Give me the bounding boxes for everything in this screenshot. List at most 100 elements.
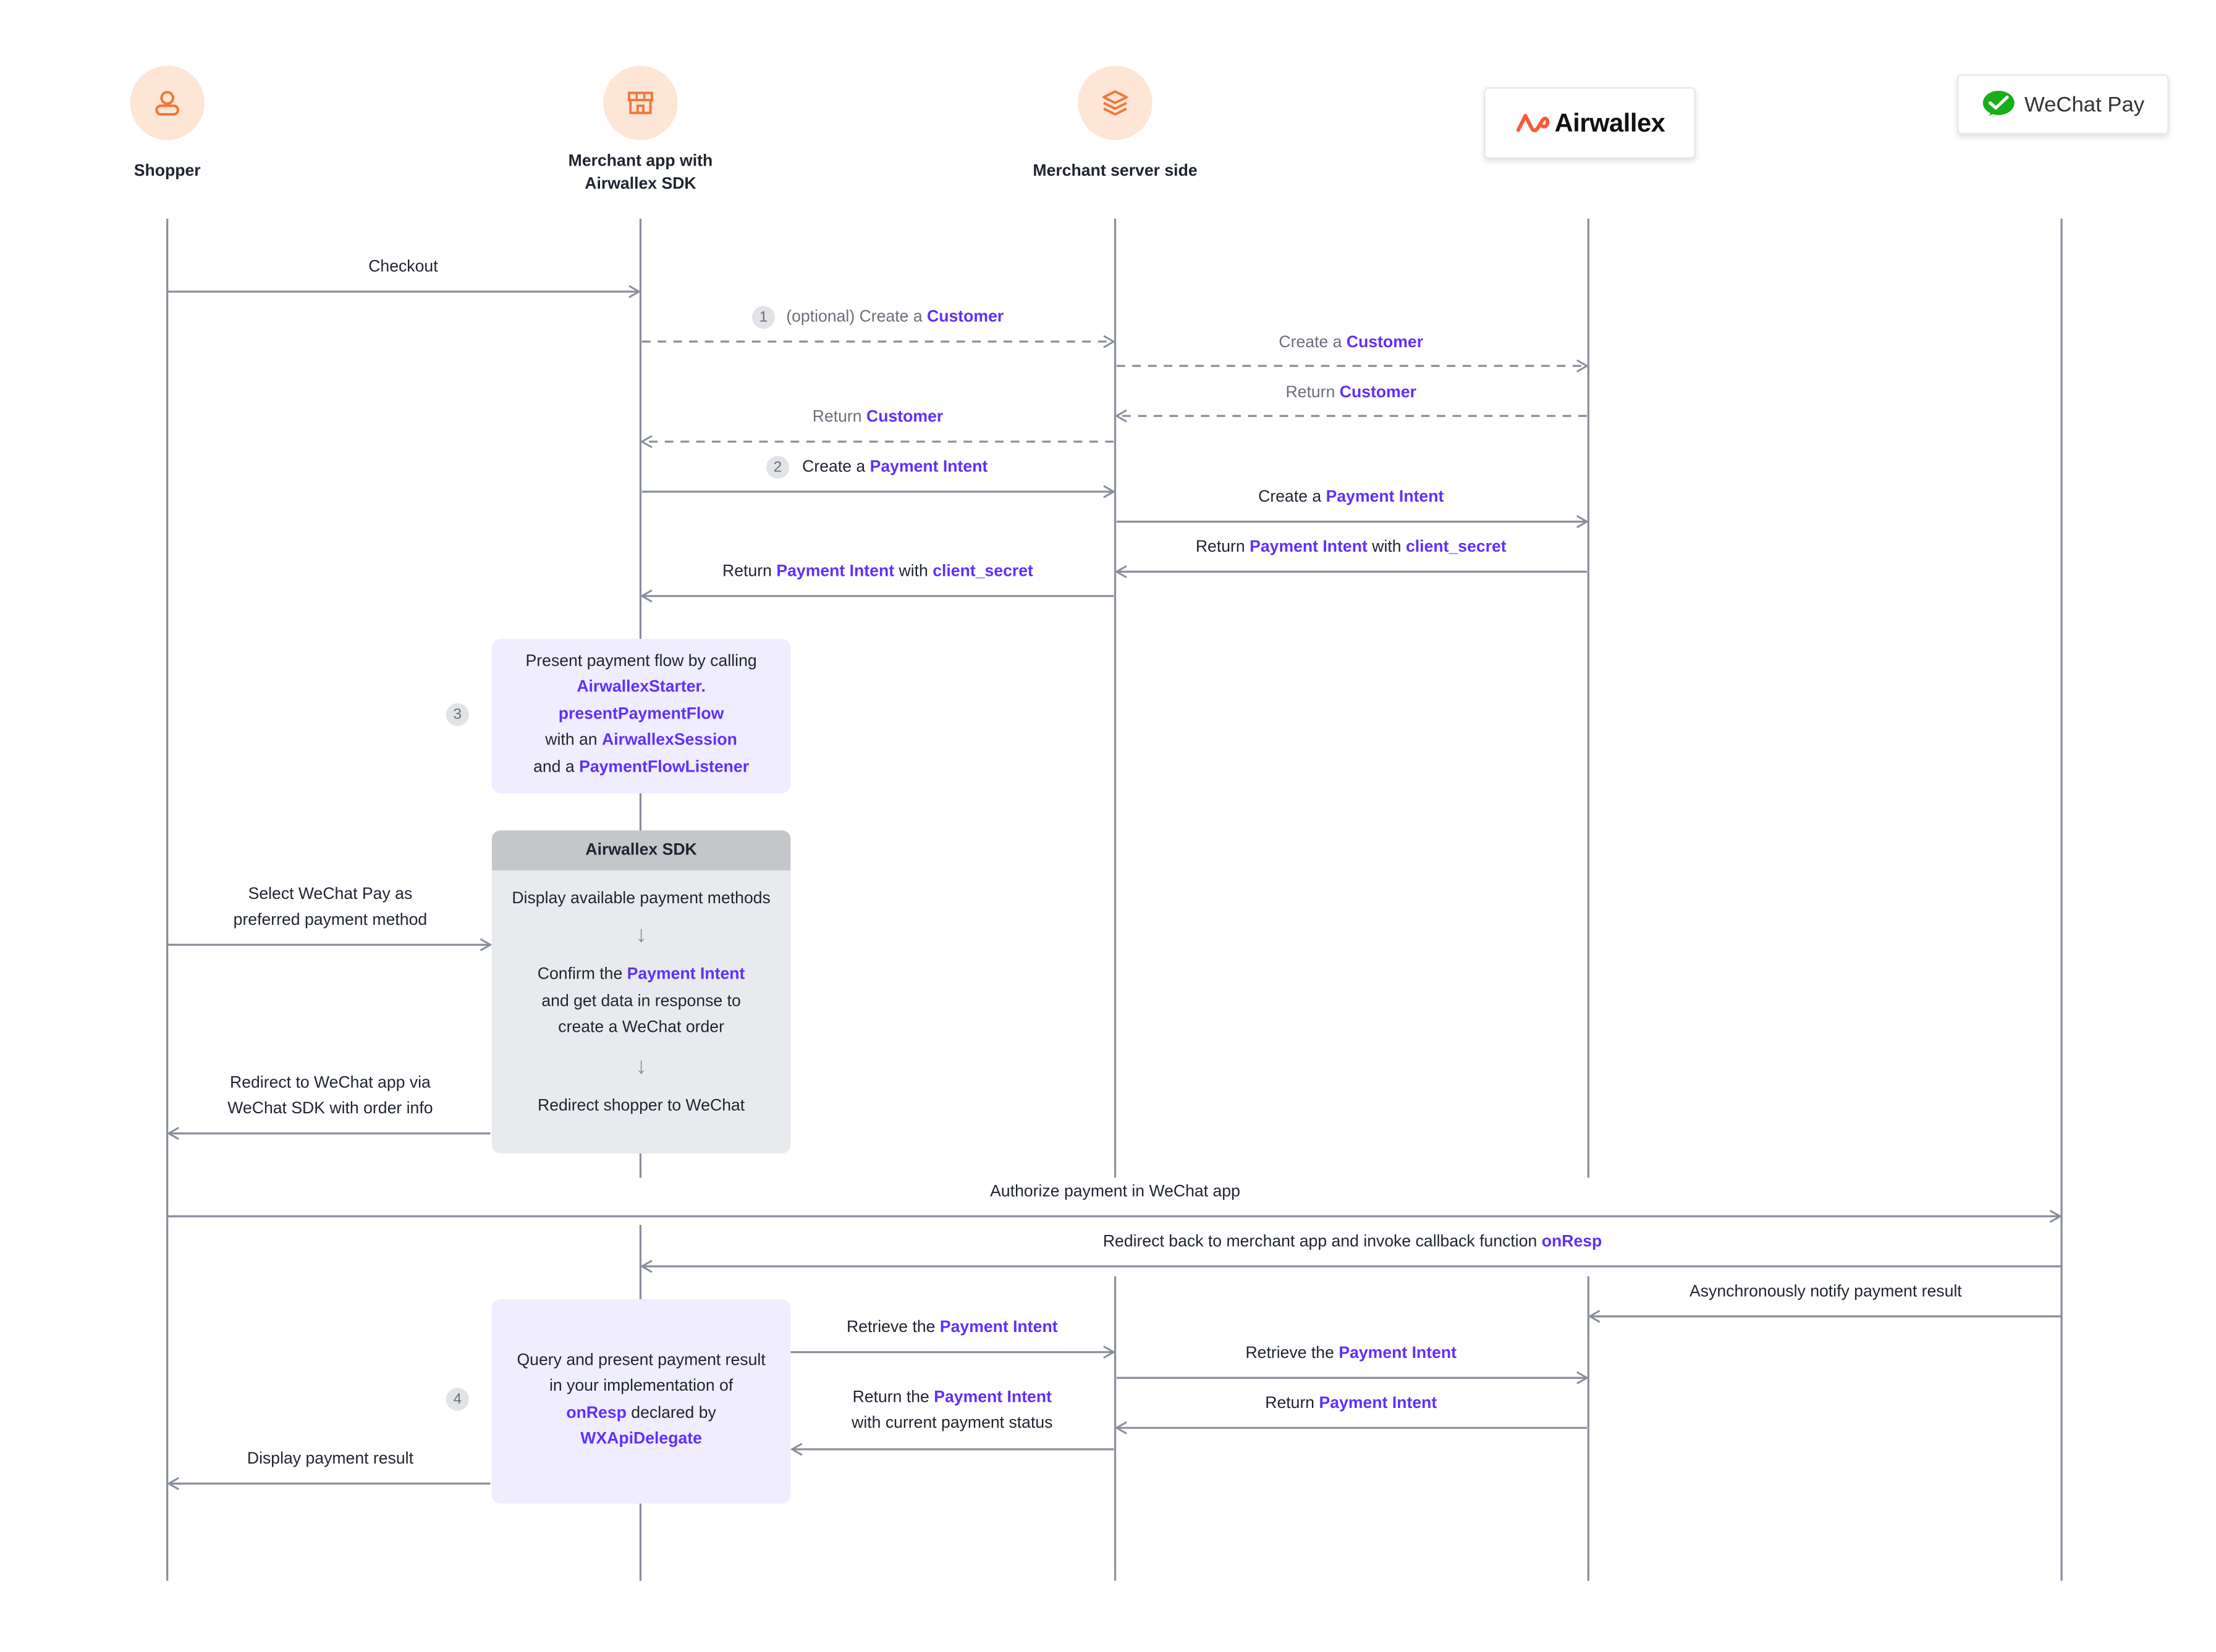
airwallex-logo-box: Airwallex bbox=[1484, 87, 1696, 159]
lbl-a1: Return bbox=[1195, 539, 1245, 556]
label-step1: (optional) Create a Customer bbox=[786, 305, 1004, 331]
wechat-pay-wordmark: WeChat Pay bbox=[2024, 92, 2145, 117]
label-return-status-line1: Return the Payment Intent bbox=[852, 1385, 1052, 1411]
note3-line3: presentPaymentFlow bbox=[558, 706, 724, 723]
label-redirect-back-text: Redirect back to merchant app and invoke… bbox=[1102, 1233, 1537, 1251]
label-return-status-text: Return the bbox=[852, 1389, 929, 1407]
label-step1-customer: Customer bbox=[927, 308, 1004, 326]
note4-line3-text: declared by bbox=[631, 1404, 716, 1422]
note3-line4-text: with an bbox=[545, 732, 598, 749]
label-redirect-wechat: Redirect to WeChat app via WeChat SDK wi… bbox=[227, 1071, 433, 1122]
label-create-pi: Create a Payment Intent bbox=[1258, 484, 1444, 510]
arrow-down-icon: ↓ bbox=[635, 924, 647, 948]
layers-icon bbox=[1102, 90, 1128, 116]
label-create-pi-text: Create a bbox=[1258, 489, 1322, 506]
note-query-payment-result: Query and present payment result in your… bbox=[491, 1299, 791, 1504]
airwallex-logo-icon bbox=[1516, 114, 1550, 133]
actor-shopper: Shopper bbox=[133, 162, 201, 180]
step-1-badge: 1 bbox=[751, 306, 775, 329]
sdk-confirm-line3: create a WeChat order bbox=[558, 1019, 724, 1037]
sdk-step-confirm: Confirm the Payment Intent bbox=[492, 963, 791, 989]
label-select-wechat: Select WeChat Pay as preferred payment m… bbox=[234, 882, 428, 933]
note3-line5: and a PaymentFlowListener bbox=[492, 754, 791, 781]
note3-line5-hl: PaymentFlowListener bbox=[579, 758, 750, 776]
airwallex-sdk-box: Airwallex SDK Display available payment … bbox=[491, 830, 791, 1153]
step-3-badge: 3 bbox=[446, 703, 469, 727]
label-return-customer-awx: Return Customer bbox=[1286, 380, 1417, 406]
note3-line1: Present payment flow by calling bbox=[525, 653, 757, 671]
step-4-badge: 4 bbox=[446, 1388, 469, 1411]
actor-merchant-app-line1: Merchant app with bbox=[568, 153, 713, 171]
sdk-confirm-text: Confirm the bbox=[537, 966, 623, 984]
actor-merchant-app: Merchant app with Airwallex SDK bbox=[569, 150, 713, 196]
shopper-avatar bbox=[130, 65, 205, 140]
label-step2-text: Create a bbox=[802, 458, 866, 476]
label-create-customer: Create a Customer bbox=[1279, 330, 1423, 356]
label-return-pi-awx-text: Return bbox=[1265, 1394, 1315, 1412]
label-return-pi-awx: Return Payment Intent bbox=[1265, 1391, 1437, 1417]
wechat-pay-logo-icon bbox=[1982, 90, 2015, 116]
arrow-down-icon: ↓ bbox=[635, 1054, 647, 1079]
merchant-server-avatar bbox=[1078, 65, 1152, 140]
label-return-pi-awx-secret: Return Payment Intent with client_secret bbox=[1196, 534, 1507, 560]
label-retrieve-srv-text: Retrieve the bbox=[1245, 1345, 1334, 1362]
label-select-line2: preferred payment method bbox=[233, 912, 428, 929]
label-return-pi-status: Return the Payment Intent with current p… bbox=[852, 1385, 1052, 1436]
label-return-customer-srv: Return Customer bbox=[813, 405, 944, 431]
lbl-a4: client_secret bbox=[1405, 539, 1507, 556]
label-display-result: Display payment result bbox=[247, 1451, 413, 1468]
note3-line2: AirwallexStarter. bbox=[577, 679, 706, 697]
label-return-pi-awx-hl: Payment Intent bbox=[1319, 1394, 1437, 1412]
sdk-box-title: Airwallex SDK bbox=[491, 830, 791, 870]
label-return-status-line2: with current payment status bbox=[852, 1415, 1053, 1433]
lbl-b2: Payment Intent bbox=[776, 563, 895, 581]
label-redirect-line1: Redirect to WeChat app via bbox=[229, 1074, 431, 1092]
storefront-icon bbox=[627, 91, 653, 114]
note4-line3: onResp declared by bbox=[492, 1401, 791, 1427]
note4-line4: WXApiDelegate bbox=[580, 1431, 702, 1449]
label-create-customer-text: Create a bbox=[1279, 334, 1342, 352]
sdk-confirm-hl: Payment Intent bbox=[627, 966, 745, 984]
label-retrieve-app-hl: Payment Intent bbox=[939, 1319, 1058, 1337]
label-checkout: Checkout bbox=[368, 258, 438, 276]
user-icon bbox=[155, 91, 180, 116]
label-return-customer-srv-text: Return bbox=[812, 408, 862, 426]
lbl-b1: Return bbox=[722, 563, 772, 581]
label-redirect-back: Redirect back to merchant app and invoke… bbox=[1103, 1229, 1602, 1255]
label-step1-text: (optional) Create a bbox=[786, 308, 923, 326]
sdk-step-display: Display available payment methods bbox=[512, 890, 771, 908]
label-async-notify: Asynchronously notify payment result bbox=[1689, 1283, 1962, 1301]
actor-merchant-server: Merchant server side bbox=[1033, 162, 1198, 180]
label-step2: Create a Payment Intent bbox=[802, 455, 987, 481]
label-redirect-line2: WeChat SDK with order info bbox=[227, 1100, 433, 1118]
lbl-a2: Payment Intent bbox=[1250, 539, 1368, 556]
note3-line4-hl: AirwallexSession bbox=[602, 732, 737, 749]
lbl-a3: with bbox=[1372, 539, 1402, 556]
actor-merchant-app-line2: Airwallex SDK bbox=[585, 175, 696, 193]
lbl-b4: client_secret bbox=[932, 563, 1033, 581]
label-authorize: Authorize payment in WeChat app bbox=[990, 1183, 1240, 1201]
note4-line3-hl: onResp bbox=[566, 1404, 627, 1422]
label-return-customer-awx-hl: Customer bbox=[1339, 384, 1417, 402]
label-retrieve-app-text: Retrieve the bbox=[846, 1319, 936, 1337]
label-return-customer-srv-hl: Customer bbox=[866, 408, 944, 426]
note3-line5-text: and a bbox=[533, 758, 575, 776]
label-retrieve-srv-hl: Payment Intent bbox=[1338, 1345, 1457, 1362]
label-select-line1: Select WeChat Pay as bbox=[248, 886, 413, 904]
lbl-b3: with bbox=[899, 563, 928, 581]
sdk-step-redirect: Redirect shopper to WeChat bbox=[537, 1097, 745, 1115]
note4-line2: in your implementation of bbox=[549, 1378, 734, 1396]
label-redirect-back-hl: onResp bbox=[1541, 1233, 1602, 1251]
merchant-app-avatar bbox=[603, 65, 678, 140]
label-create-pi-hl: Payment Intent bbox=[1326, 489, 1444, 506]
note3-line4: with an AirwallexSession bbox=[492, 728, 791, 754]
label-step2-hl: Payment Intent bbox=[869, 458, 988, 476]
label-return-status-hl: Payment Intent bbox=[934, 1389, 1052, 1407]
label-create-customer-hl: Customer bbox=[1346, 334, 1424, 352]
step-2-badge: 2 bbox=[766, 456, 790, 479]
note-present-payment-flow: Present payment flow by calling Airwalle… bbox=[491, 639, 791, 793]
label-return-customer-awx-text: Return bbox=[1285, 384, 1335, 402]
wechat-pay-logo-box: WeChat Pay bbox=[1957, 74, 2169, 135]
